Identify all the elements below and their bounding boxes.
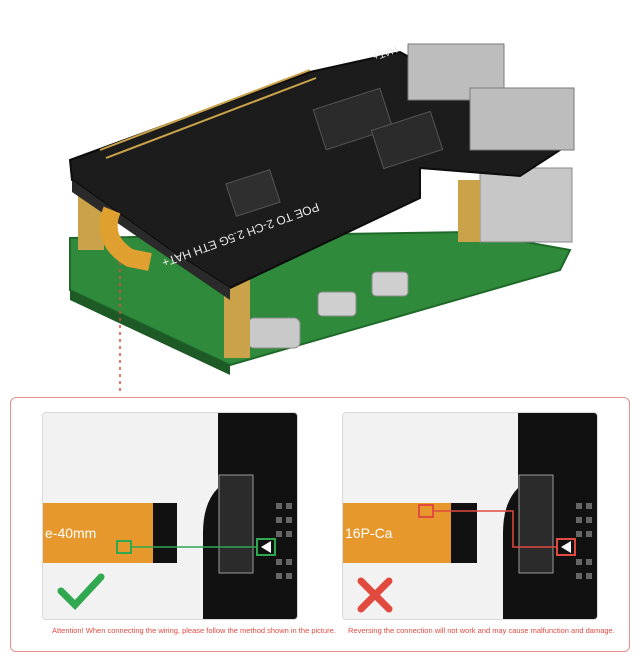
cable-text: e-40mm	[45, 525, 96, 541]
ribbon-cable	[99, 206, 152, 271]
check-icon	[57, 573, 105, 611]
wrong-connection-inset: 16P-Ca	[342, 412, 598, 620]
product-photo: POE TO 2-CH 2.5G ETH HAT+ HAT+	[68, 43, 575, 392]
caption-correct: Attention! When connecting the wiring, p…	[52, 626, 336, 635]
ribbon-cable	[343, 503, 453, 563]
connector	[218, 474, 254, 574]
standoff	[458, 180, 480, 242]
correct-connection-inset: e-40mm	[42, 412, 298, 620]
chip	[370, 110, 444, 170]
hat-board	[68, 50, 562, 290]
micro-hdmi-port	[317, 291, 357, 317]
arrow-marker-right	[256, 538, 276, 556]
pin-grid	[276, 503, 292, 579]
usb-c-port	[247, 317, 301, 349]
connector	[518, 474, 554, 574]
chip	[225, 169, 281, 217]
cable-text: 16P-Ca	[345, 525, 393, 541]
micro-hdmi-port-2	[371, 271, 409, 297]
ethernet-port-base	[479, 167, 573, 243]
caption-wrong: Reversing the connection will not work a…	[348, 626, 615, 635]
ethernet-jack-2	[469, 87, 575, 151]
cross-icon	[357, 577, 393, 613]
gpio-header	[99, 69, 317, 159]
ribbon-cable	[43, 503, 157, 563]
pin-grid	[576, 503, 592, 579]
arrow-marker-right	[556, 538, 576, 556]
comparison-panel: e-40mm Attention! When connecting the wi…	[10, 397, 630, 652]
